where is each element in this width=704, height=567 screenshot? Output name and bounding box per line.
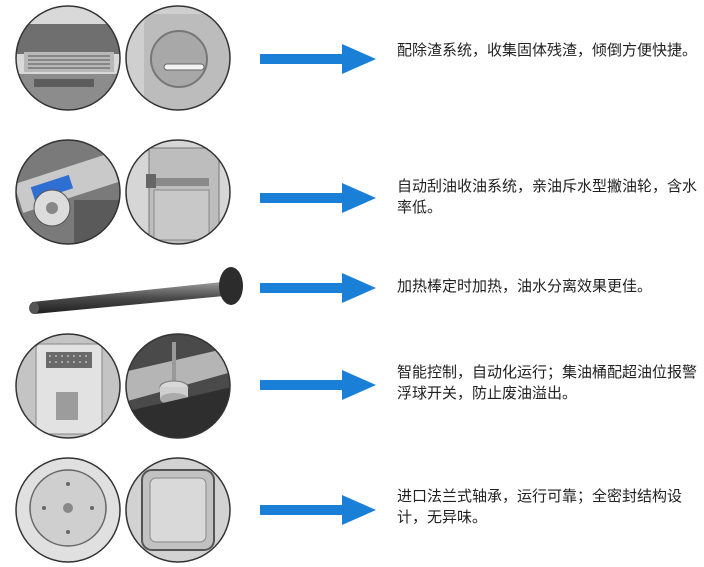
right-arrow-icon bbox=[260, 495, 376, 525]
door-handle-photo-icon bbox=[124, 4, 232, 112]
heating-rod-photo-icon bbox=[29, 267, 243, 314]
right-arrow-icon bbox=[260, 370, 376, 400]
feature-row-heater: 加热棒定时加热，油水分离效果更佳。 bbox=[0, 264, 704, 374]
feature-row-bearing: 进口法兰式轴承，运行可靠；全密封结构设计，无异味。 bbox=[0, 456, 704, 566]
feature-text: 加热棒定时加热，油水分离效果更佳。 bbox=[397, 277, 653, 295]
right-arrow-icon bbox=[260, 183, 376, 213]
feature-text: 配除渣系统，收集固体残渣，倾倒方便快捷。 bbox=[397, 41, 698, 59]
feature-text: 智能控制，自动化运行；集油桶配超油位报警浮球开关，防止废油溢出。 bbox=[397, 363, 698, 402]
oil-outlet-photo-icon bbox=[124, 138, 232, 246]
float-switch-photo-icon bbox=[124, 332, 232, 440]
right-arrow-icon bbox=[260, 44, 376, 74]
feature-text: 自动刮油收油系统，亲油斥水型撇油轮，含水率低。 bbox=[397, 177, 698, 216]
sealed-cover-photo-icon bbox=[124, 456, 232, 564]
feature-row-slag: 配除渣系统，收集固体残渣，倾倒方便快捷。 bbox=[0, 4, 704, 114]
feature-row-skimmer: 自动刮油收油系统，亲油斥水型撇油轮，含水率低。 bbox=[0, 138, 704, 248]
right-arrow-icon bbox=[260, 273, 376, 303]
slag-tray-photo-icon bbox=[14, 4, 122, 112]
flange-plate-photo-icon bbox=[14, 456, 122, 564]
feature-text: 进口法兰式轴承，运行可靠；全密封结构设计，无异味。 bbox=[397, 487, 683, 526]
skimmer-wheel-photo-icon bbox=[14, 138, 122, 246]
feature-row-control: 智能控制，自动化运行；集油桶配超油位报警浮球开关，防止废油溢出。 bbox=[0, 332, 704, 442]
control-box-photo-icon bbox=[14, 332, 122, 440]
